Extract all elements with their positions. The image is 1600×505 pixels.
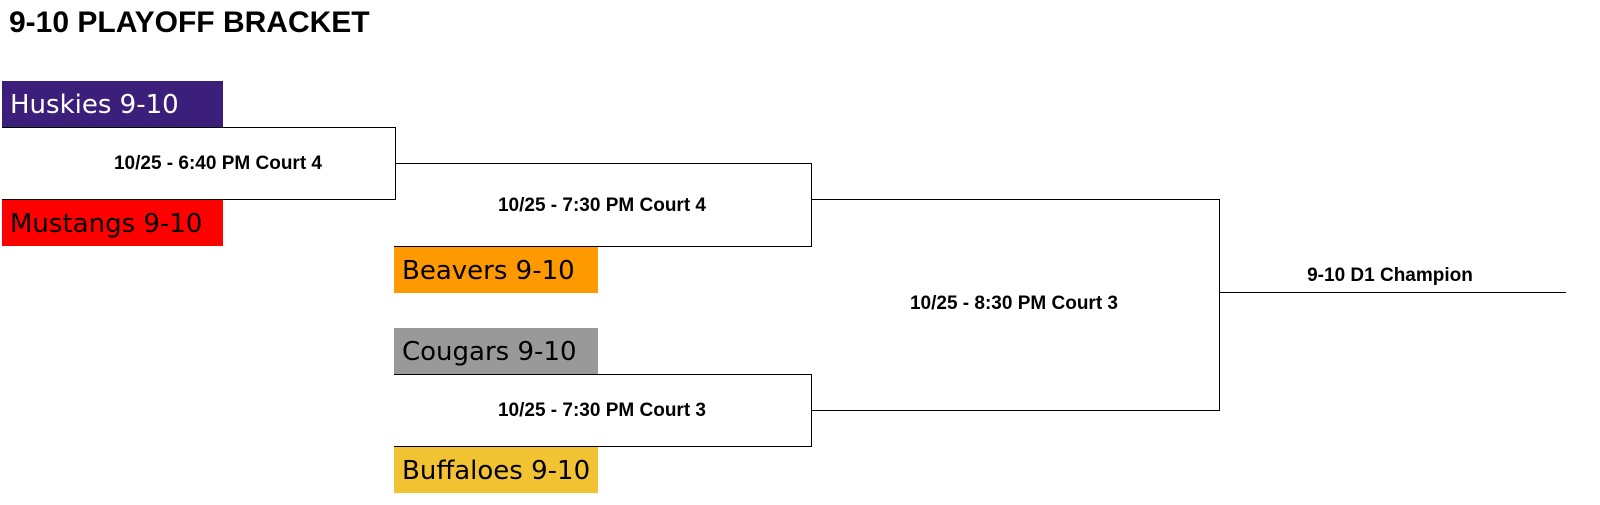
champion-label: 9-10 D1 Champion bbox=[1307, 265, 1473, 286]
bracket-line bbox=[394, 246, 812, 247]
game-final-label: 10/25 - 8:30 PM Court 3 bbox=[909, 293, 1119, 314]
bracket-line bbox=[811, 410, 1220, 411]
bracket-line bbox=[394, 374, 812, 375]
team-cougars: Cougars 9-10 bbox=[394, 328, 598, 374]
bracket-line bbox=[2, 127, 396, 128]
bracket-line bbox=[1219, 199, 1220, 411]
bracket-line bbox=[395, 163, 812, 164]
page-title: 9-10 PLAYOFF BRACKET bbox=[9, 6, 370, 39]
game-semi-bottom-label: 10/25 - 7:30 PM Court 3 bbox=[497, 400, 707, 421]
bracket-line bbox=[394, 446, 812, 447]
bracket-line bbox=[811, 163, 812, 247]
game-round1-label: 10/25 - 6:40 PM Court 4 bbox=[113, 153, 323, 174]
team-beavers: Beavers 9-10 bbox=[394, 247, 598, 293]
bracket-line bbox=[811, 199, 1220, 200]
team-mustangs: Mustangs 9-10 bbox=[2, 200, 223, 246]
bracket-line bbox=[2, 199, 396, 200]
team-buffaloes: Buffaloes 9-10 bbox=[394, 447, 598, 493]
game-semi-top-label: 10/25 - 7:30 PM Court 4 bbox=[497, 195, 707, 216]
bracket-line bbox=[1219, 292, 1566, 293]
team-huskies: Huskies 9-10 bbox=[2, 81, 223, 127]
